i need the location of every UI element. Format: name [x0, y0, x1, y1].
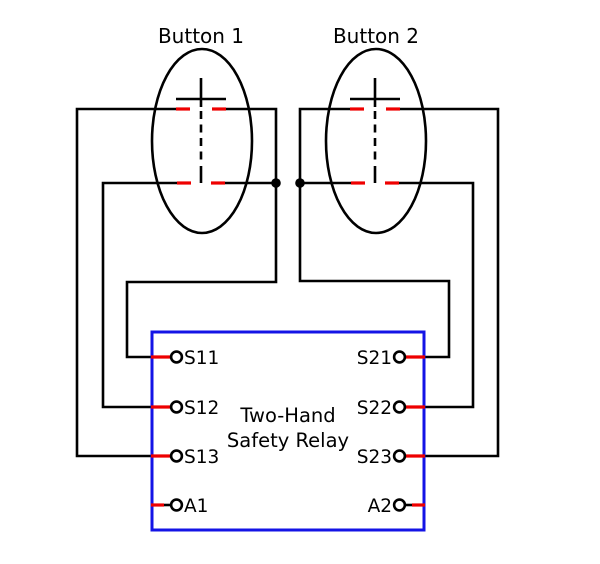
terminal-label-s23: S23: [357, 447, 392, 468]
button1-symbol: [150, 47, 254, 235]
relay-body: [150, 330, 426, 532]
right-terminals: S21 S22 S23 A2: [357, 348, 425, 517]
button2-label: Button 2: [333, 24, 419, 48]
terminal-label-s21: S21: [357, 348, 392, 369]
terminal-label-s11: S11: [184, 348, 219, 369]
terminal-label-s22: S22: [357, 398, 392, 419]
wire-b1-upper-to-s13: [75, 107, 190, 458]
button2-symbol: [324, 47, 428, 235]
button1-label: Button 1: [158, 24, 244, 48]
terminal-label-s12: S12: [184, 398, 219, 419]
wire-b2-junction-to-s21: [298, 107, 451, 359]
terminal-label-s13: S13: [184, 447, 219, 468]
wire-b2-lower-to-s22: [385, 181, 475, 409]
left-terminals: S11 S12 S13 A1: [151, 348, 219, 517]
wire-b1-junction-to-s11: [125, 107, 278, 359]
terminal-circle-s13: [169, 449, 184, 463]
terminal-circle-s23: [392, 449, 407, 463]
terminal-circle-a2: [392, 498, 407, 512]
terminal-circle-s21: [392, 350, 407, 364]
terminal-label-a2: A2: [368, 496, 392, 517]
junction-dot-right: [295, 178, 305, 188]
relay-name-line2: Safety Relay: [227, 429, 349, 452]
button2-ellipse: [324, 47, 428, 235]
junction-dot-left: [271, 178, 281, 188]
terminal-circle-a1: [169, 498, 184, 512]
terminal-label-a1: A1: [184, 496, 208, 517]
terminal-circle-s22: [392, 400, 407, 414]
terminal-circle-s12: [169, 400, 184, 414]
wire-b2-upper-to-s23: [386, 107, 500, 458]
button1-ellipse: [150, 47, 254, 235]
wire-b1-lower-to-s12: [101, 181, 191, 409]
relay-name-line1: Two-Hand: [239, 404, 335, 427]
terminal-circle-s11: [169, 350, 184, 364]
